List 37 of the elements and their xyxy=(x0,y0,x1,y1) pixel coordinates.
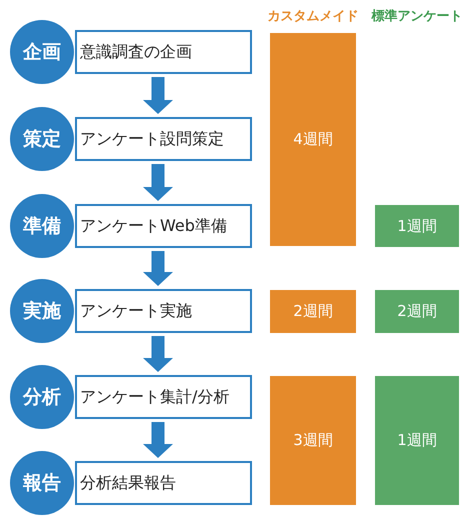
step-name: 企画 xyxy=(23,40,61,65)
step-box xyxy=(75,289,252,333)
step-text: 分析結果報告 xyxy=(80,472,176,494)
step-text: アンケート実施 xyxy=(80,300,192,322)
step-text: アンケート集計/分析 xyxy=(80,386,230,408)
step-text: アンケートWeb準備 xyxy=(80,216,227,236)
step-text: アンケート設問策定 xyxy=(80,128,224,150)
duration-text: 2週間 xyxy=(293,302,333,321)
duration-bar xyxy=(270,33,356,246)
arrow xyxy=(143,164,173,201)
step-text: 意識調査の企画 xyxy=(80,42,192,62)
step-box xyxy=(75,117,252,161)
duration-bar xyxy=(375,205,459,247)
step-box xyxy=(75,461,252,505)
arrow xyxy=(143,422,173,458)
duration-text: 3週間 xyxy=(293,431,333,450)
arrow xyxy=(143,77,173,114)
step-name: 策定 xyxy=(23,127,61,152)
duration-bar xyxy=(270,290,356,333)
step-box xyxy=(75,375,252,419)
step-name: 準備 xyxy=(23,214,61,239)
step-name: 報告 xyxy=(23,471,61,496)
duration-bar xyxy=(375,290,459,333)
step-box xyxy=(75,30,252,74)
duration-text: 1週間 xyxy=(397,431,437,450)
step-name: 実施 xyxy=(23,299,61,324)
column-heading: 標準アンケート xyxy=(372,8,462,25)
step-box xyxy=(75,204,252,248)
duration-bar xyxy=(375,376,459,505)
arrow xyxy=(143,336,173,372)
column-heading: カスタムメイド xyxy=(268,8,358,25)
duration-text: 2週間 xyxy=(397,302,437,321)
step-name: 分析 xyxy=(23,385,61,410)
duration-bar xyxy=(270,376,356,505)
arrow xyxy=(143,251,173,286)
duration-text: 4週間 xyxy=(293,130,333,149)
duration-text: 1週間 xyxy=(397,216,437,236)
